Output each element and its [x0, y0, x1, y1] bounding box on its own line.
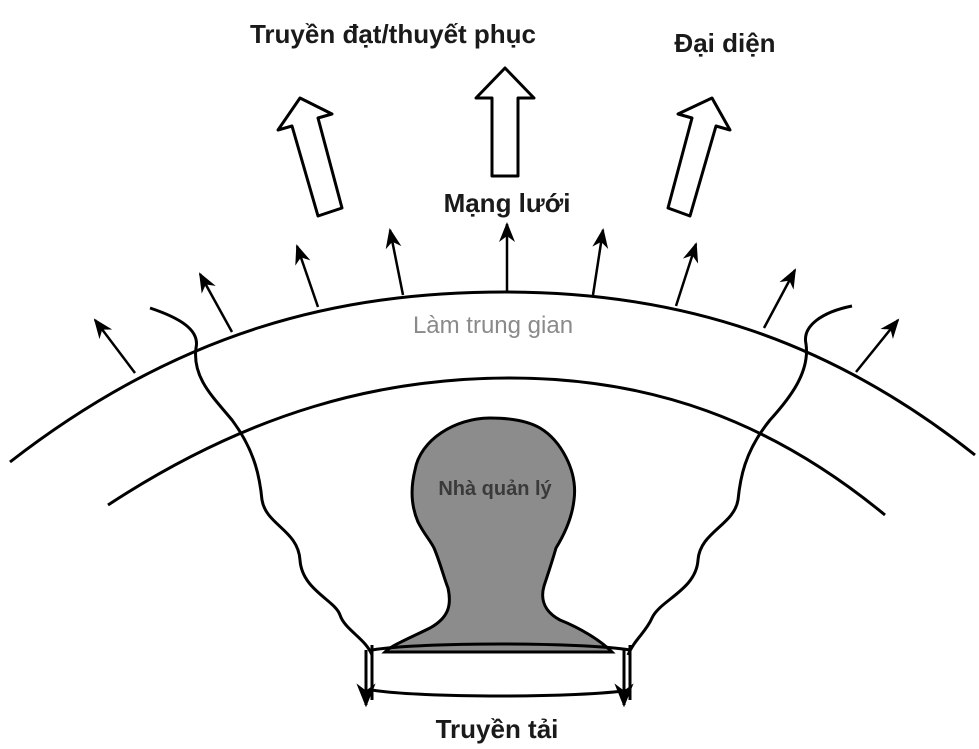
arrow-up-icon [385, 228, 405, 296]
arrow-up-icon [295, 244, 320, 308]
label-transmission: Truyền tải [436, 714, 559, 744]
arrow-up-icon [198, 272, 234, 333]
hollow-arrow-right-icon [666, 96, 732, 218]
arrow-up-icon [855, 318, 900, 373]
label-representation: Đại diện [674, 28, 775, 58]
label-manager: Nhà quản lý [438, 478, 552, 500]
arrow-up-icon [591, 228, 609, 296]
hollow-arrow-left-icon [276, 96, 344, 218]
arrow-up-icon [762, 268, 797, 329]
transmission-ring [370, 642, 632, 700]
label-network: Mạng lưới [444, 188, 571, 218]
label-communication: Truyền đạt/thuyết phục [250, 19, 536, 49]
network-arrows [93, 222, 900, 374]
hollow-arrow-center-icon [474, 66, 536, 178]
label-mediation: Làm trung gian [413, 312, 573, 339]
arrow-up-icon [674, 242, 699, 307]
manager-head-icon [381, 416, 616, 654]
right-wavy-line [626, 304, 853, 656]
arrow-up-icon [93, 318, 136, 374]
left-wavy-line [149, 306, 374, 656]
outer-arc [9, 290, 976, 464]
